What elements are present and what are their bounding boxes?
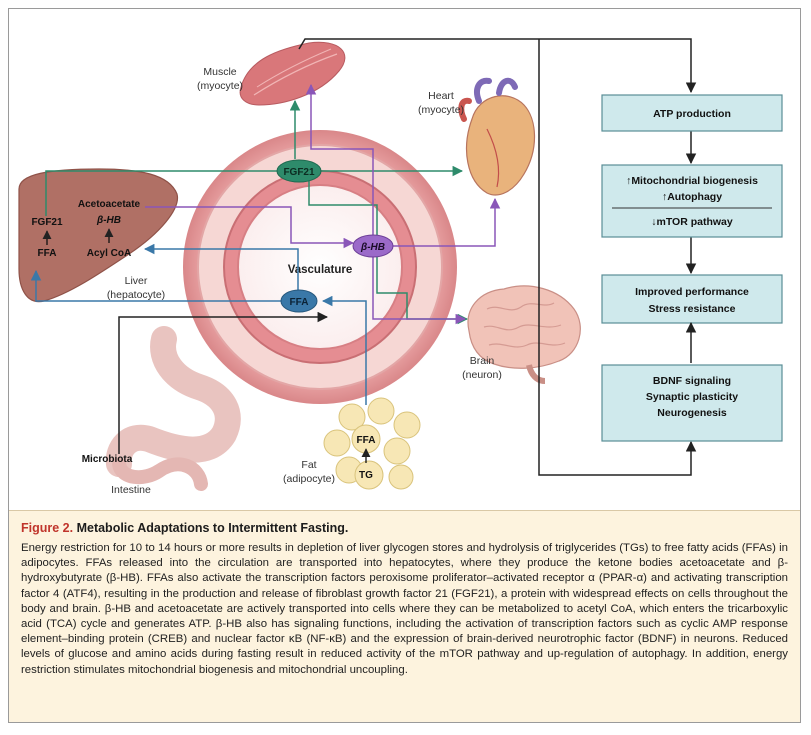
box-bdnf-line1: BDNF signaling: [653, 375, 731, 387]
caption-title: Figure 2. Metabolic Adaptations to Inter…: [21, 521, 788, 535]
intestine-label: Intestine: [111, 484, 151, 496]
box-perf-line2: Stress resistance: [649, 303, 736, 315]
brain-sublabel: (neuron): [462, 369, 502, 381]
box-bdnf-line2: Synaptic plasticity: [646, 391, 738, 403]
box-perf-line1: Improved performance: [635, 286, 749, 298]
muscle-label: Muscle: [203, 66, 236, 78]
fat-tg: TG: [359, 470, 373, 481]
node-ffa-label: FFA: [290, 297, 309, 308]
heart-label: Heart: [428, 90, 454, 102]
box-mito-line3: ↓mTOR pathway: [651, 216, 733, 228]
node-ffa: FFA: [280, 289, 318, 313]
node-fgf21: FGF21: [276, 159, 322, 183]
diagram: Vasculature Muscle (myocyte) Heart (myoc…: [18, 38, 783, 496]
figure-caption: Figure 2. Metabolic Adaptations to Inter…: [9, 510, 800, 722]
liver-acyl-coa: Acyl CoA: [87, 248, 131, 259]
liver-ffa: FFA: [38, 248, 57, 259]
vasculature: Vasculature: [183, 130, 457, 404]
liver-label: Liver: [125, 275, 148, 287]
heart-sublabel: (myocyte): [418, 104, 464, 116]
fat-label: Fat: [301, 459, 316, 471]
muscle-illustration: Muscle (myocyte): [197, 41, 346, 106]
intestine-illustration: Intestine Microbiota: [82, 326, 241, 496]
brain-label: Brain: [470, 355, 495, 367]
box-bdnf: BDNF signaling Synaptic plasticity Neuro…: [601, 364, 783, 442]
microbiota-label: Microbiota: [82, 454, 133, 465]
box-mitochondrial: ↑Mitochondrial biogenesis ↑Autophagy ↓mT…: [601, 164, 783, 238]
box-mito-line1: ↑Mitochondrial biogenesis: [626, 175, 758, 187]
muscle-sublabel: (myocyte): [197, 80, 243, 92]
pathway-arrows: [30, 38, 697, 476]
liver-fgf21: FGF21: [31, 217, 63, 228]
liver-sublabel: (hepatocyte): [107, 289, 165, 301]
brain-illustration: Brain (neuron): [462, 285, 581, 384]
node-fgf21-label: FGF21: [283, 167, 315, 178]
heart-illustration: Heart (myocyte): [418, 77, 536, 196]
fat-sublabel: (adipocyte): [283, 473, 335, 485]
box-performance: Improved performance Stress resistance: [601, 274, 783, 324]
caption-body: Energy restriction for 10 to 14 hours or…: [21, 542, 788, 676]
box-atp-line1: ATP production: [653, 108, 731, 120]
caption-figure-label: Figure 2.: [21, 521, 74, 535]
vasculature-label: Vasculature: [288, 264, 353, 276]
liver-acetoacetate: Acetoacetate: [78, 199, 141, 210]
node-bhb-label: β-HB: [360, 242, 385, 253]
fat-illustration: Fat (adipocyte) FFA TG: [283, 397, 421, 490]
liver-illustration: Liver (hepatocyte) FGF21 FFA Acetoacetat…: [18, 168, 179, 303]
box-bdnf-line3: Neurogenesis: [657, 407, 727, 419]
fat-ffa: FFA: [357, 435, 376, 446]
liver-bhb: β-HB: [96, 215, 121, 226]
box-mito-line2: ↑Autophagy: [662, 191, 722, 203]
box-atp-production: ATP production: [601, 94, 783, 132]
caption-title-text: Metabolic Adaptations to Intermittent Fa…: [76, 521, 349, 535]
node-bhb: β-HB: [352, 234, 394, 258]
